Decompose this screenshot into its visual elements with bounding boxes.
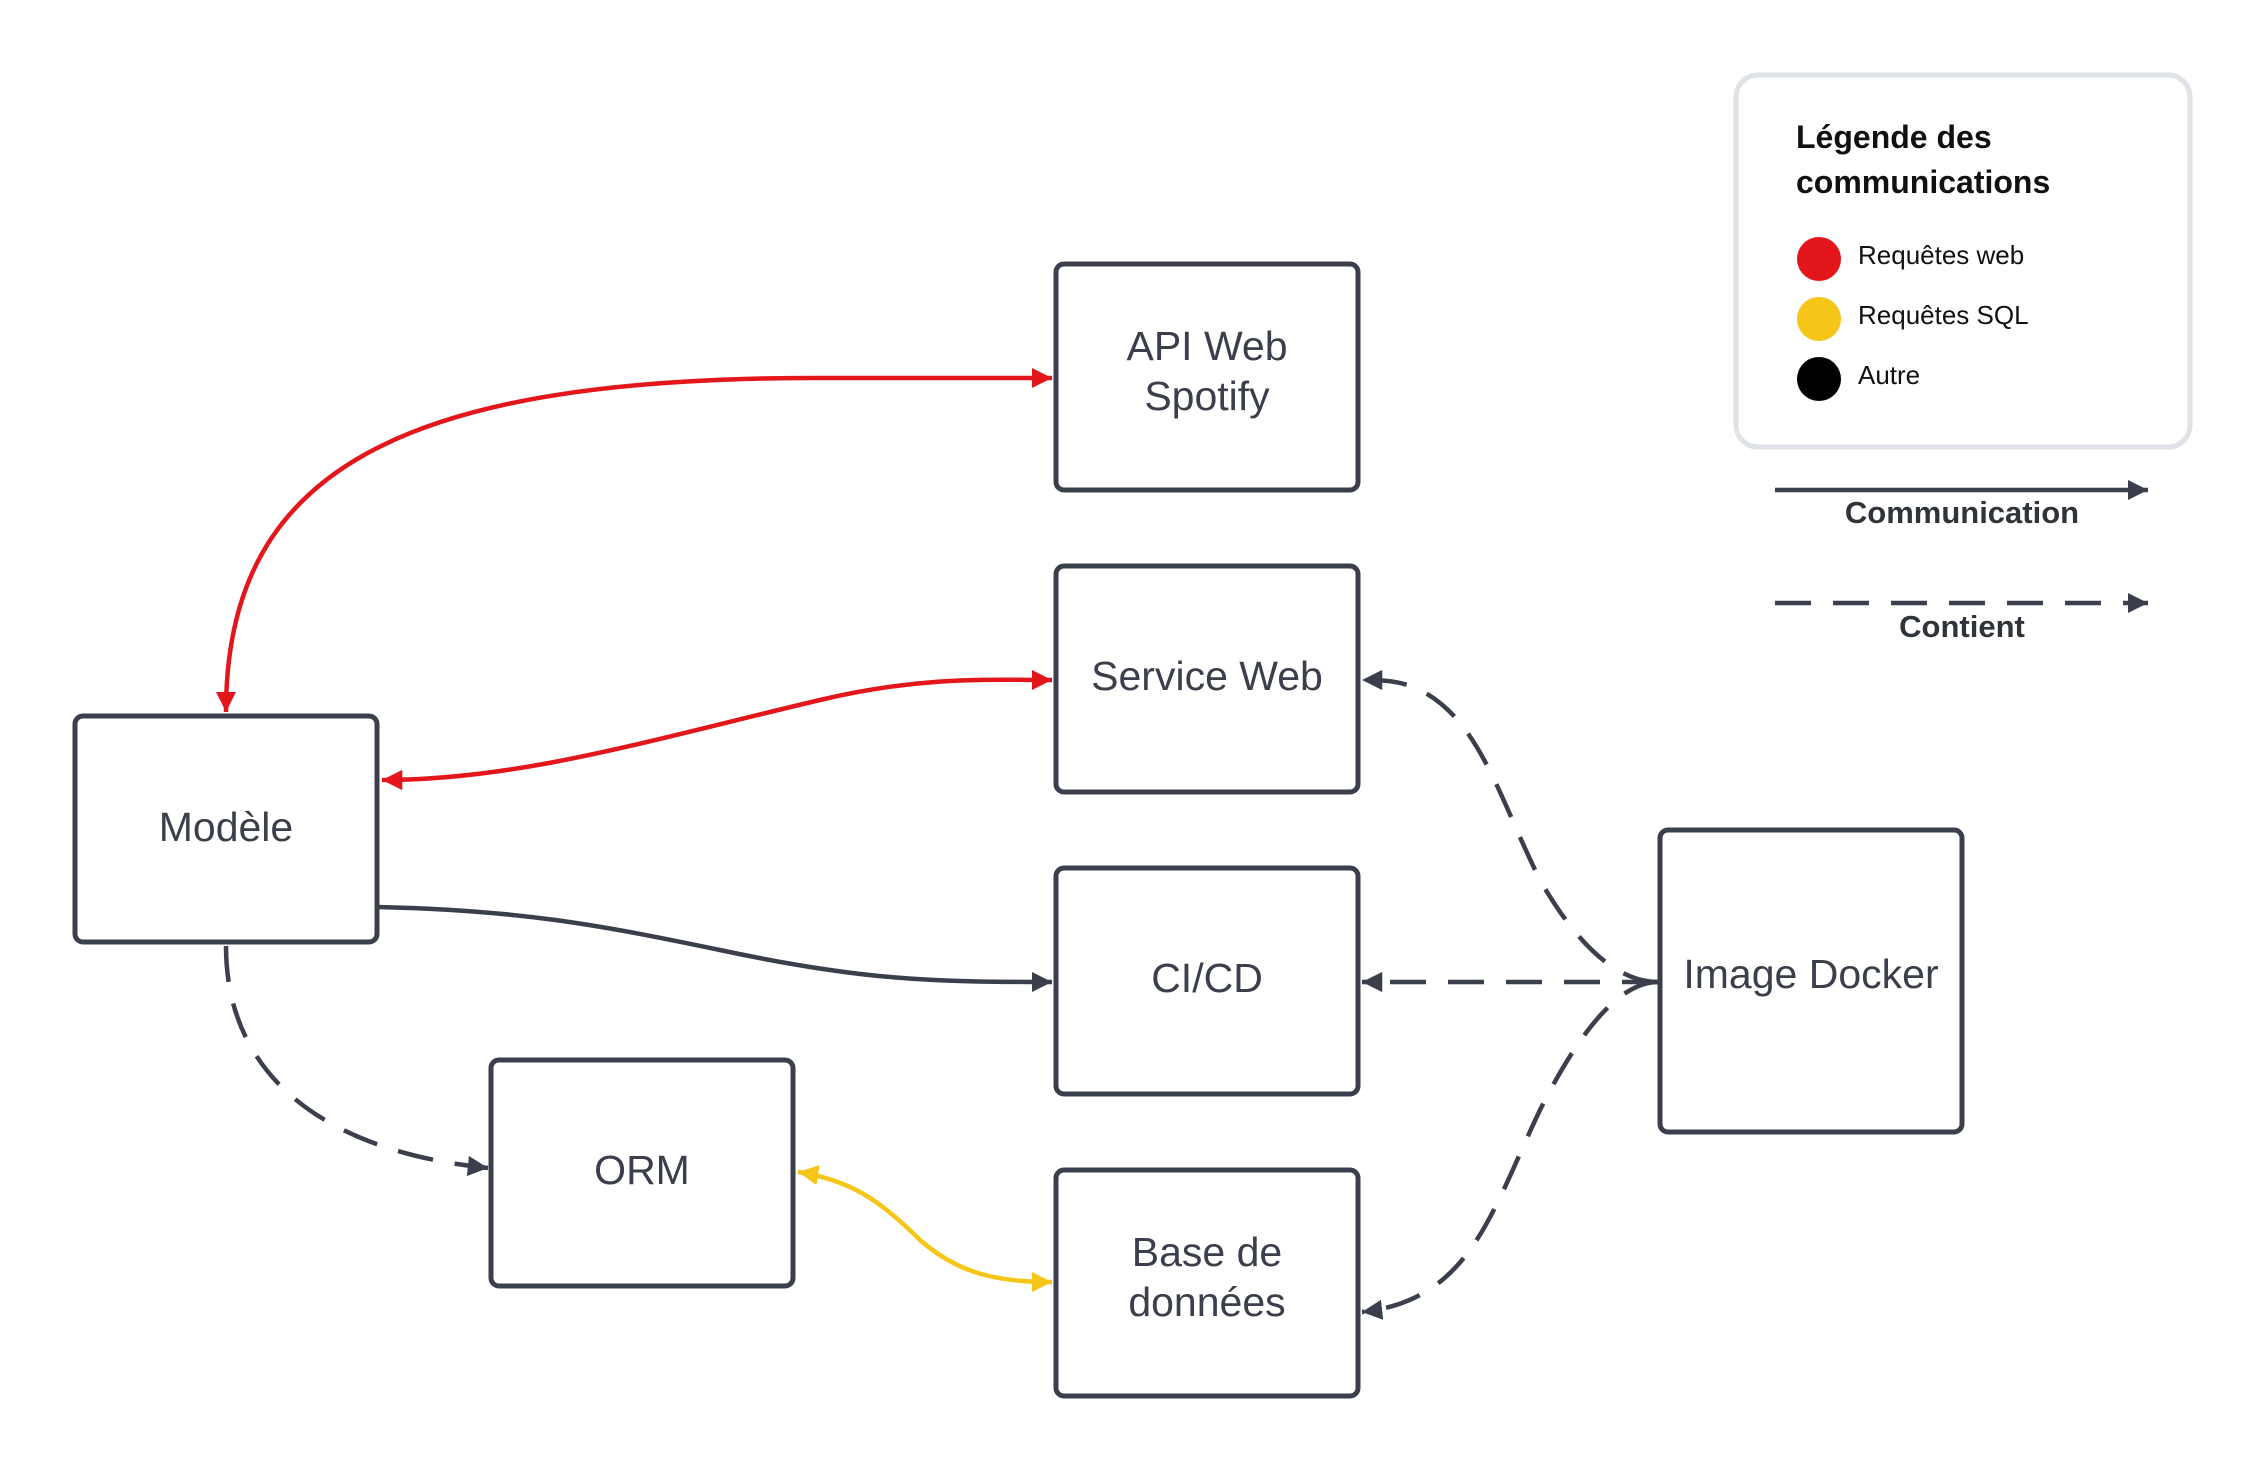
legend-label-other: Autre	[1858, 360, 1920, 390]
legend-box	[1733, 72, 2193, 450]
legend-dot-sql	[1797, 297, 1841, 341]
node-image-docker: Image Docker	[1657, 827, 1965, 1135]
modele-box	[72, 713, 380, 945]
edge-modele-orm	[223, 945, 489, 1177]
cicd-label: CI/CD	[1151, 955, 1263, 1001]
bdd-box	[1053, 1167, 1361, 1399]
orm-label: ORM	[594, 1147, 690, 1193]
orm-box	[488, 1057, 796, 1289]
line-legend: Communication Contient	[1775, 479, 2148, 644]
edge-modele-service	[381, 669, 1053, 791]
legend-title-line1: Légende des	[1796, 119, 1992, 155]
bdd-label-line2: données	[1128, 1279, 1285, 1325]
edge-docker-service	[1361, 669, 1659, 985]
edge-modele-cicd	[377, 904, 1053, 993]
service-label: Service Web	[1091, 653, 1323, 699]
legend-title-line2: communications	[1796, 164, 2050, 200]
api-label-line1: API Web	[1126, 323, 1287, 369]
node-service-web: Service Web	[1053, 563, 1361, 795]
node-base-de-donnees: Base de données	[1053, 1167, 1361, 1399]
edges	[215, 367, 1659, 1320]
bdd-label-line1: Base de	[1132, 1229, 1282, 1275]
legend: Légende des communications Requêtes web …	[1733, 72, 2193, 450]
modele-label: Modèle	[159, 804, 293, 850]
legend-label-contains: Contient	[1899, 609, 2025, 644]
service-box	[1053, 563, 1361, 795]
node-cicd: CI/CD	[1053, 865, 1361, 1097]
api-label-line2: Spotify	[1144, 373, 1270, 419]
docker-box	[1657, 827, 1965, 1135]
node-orm: ORM	[488, 1057, 796, 1289]
node-modele: Modèle	[72, 713, 380, 945]
edge-modele-api	[215, 367, 1052, 713]
node-api-web-spotify: API Web Spotify	[1053, 261, 1361, 493]
api-box	[1053, 261, 1361, 493]
legend-label-communication: Communication	[1845, 495, 2079, 530]
edge-docker-bdd	[1361, 979, 1659, 1320]
edge-orm-bdd	[797, 1165, 1053, 1293]
legend-dot-other	[1797, 357, 1841, 401]
legend-dot-web	[1797, 237, 1841, 281]
legend-label-web: Requêtes web	[1858, 240, 2024, 270]
legend-label-sql: Requêtes SQL	[1858, 300, 2029, 330]
docker-label: Image Docker	[1683, 951, 1938, 997]
cicd-box	[1053, 865, 1361, 1097]
